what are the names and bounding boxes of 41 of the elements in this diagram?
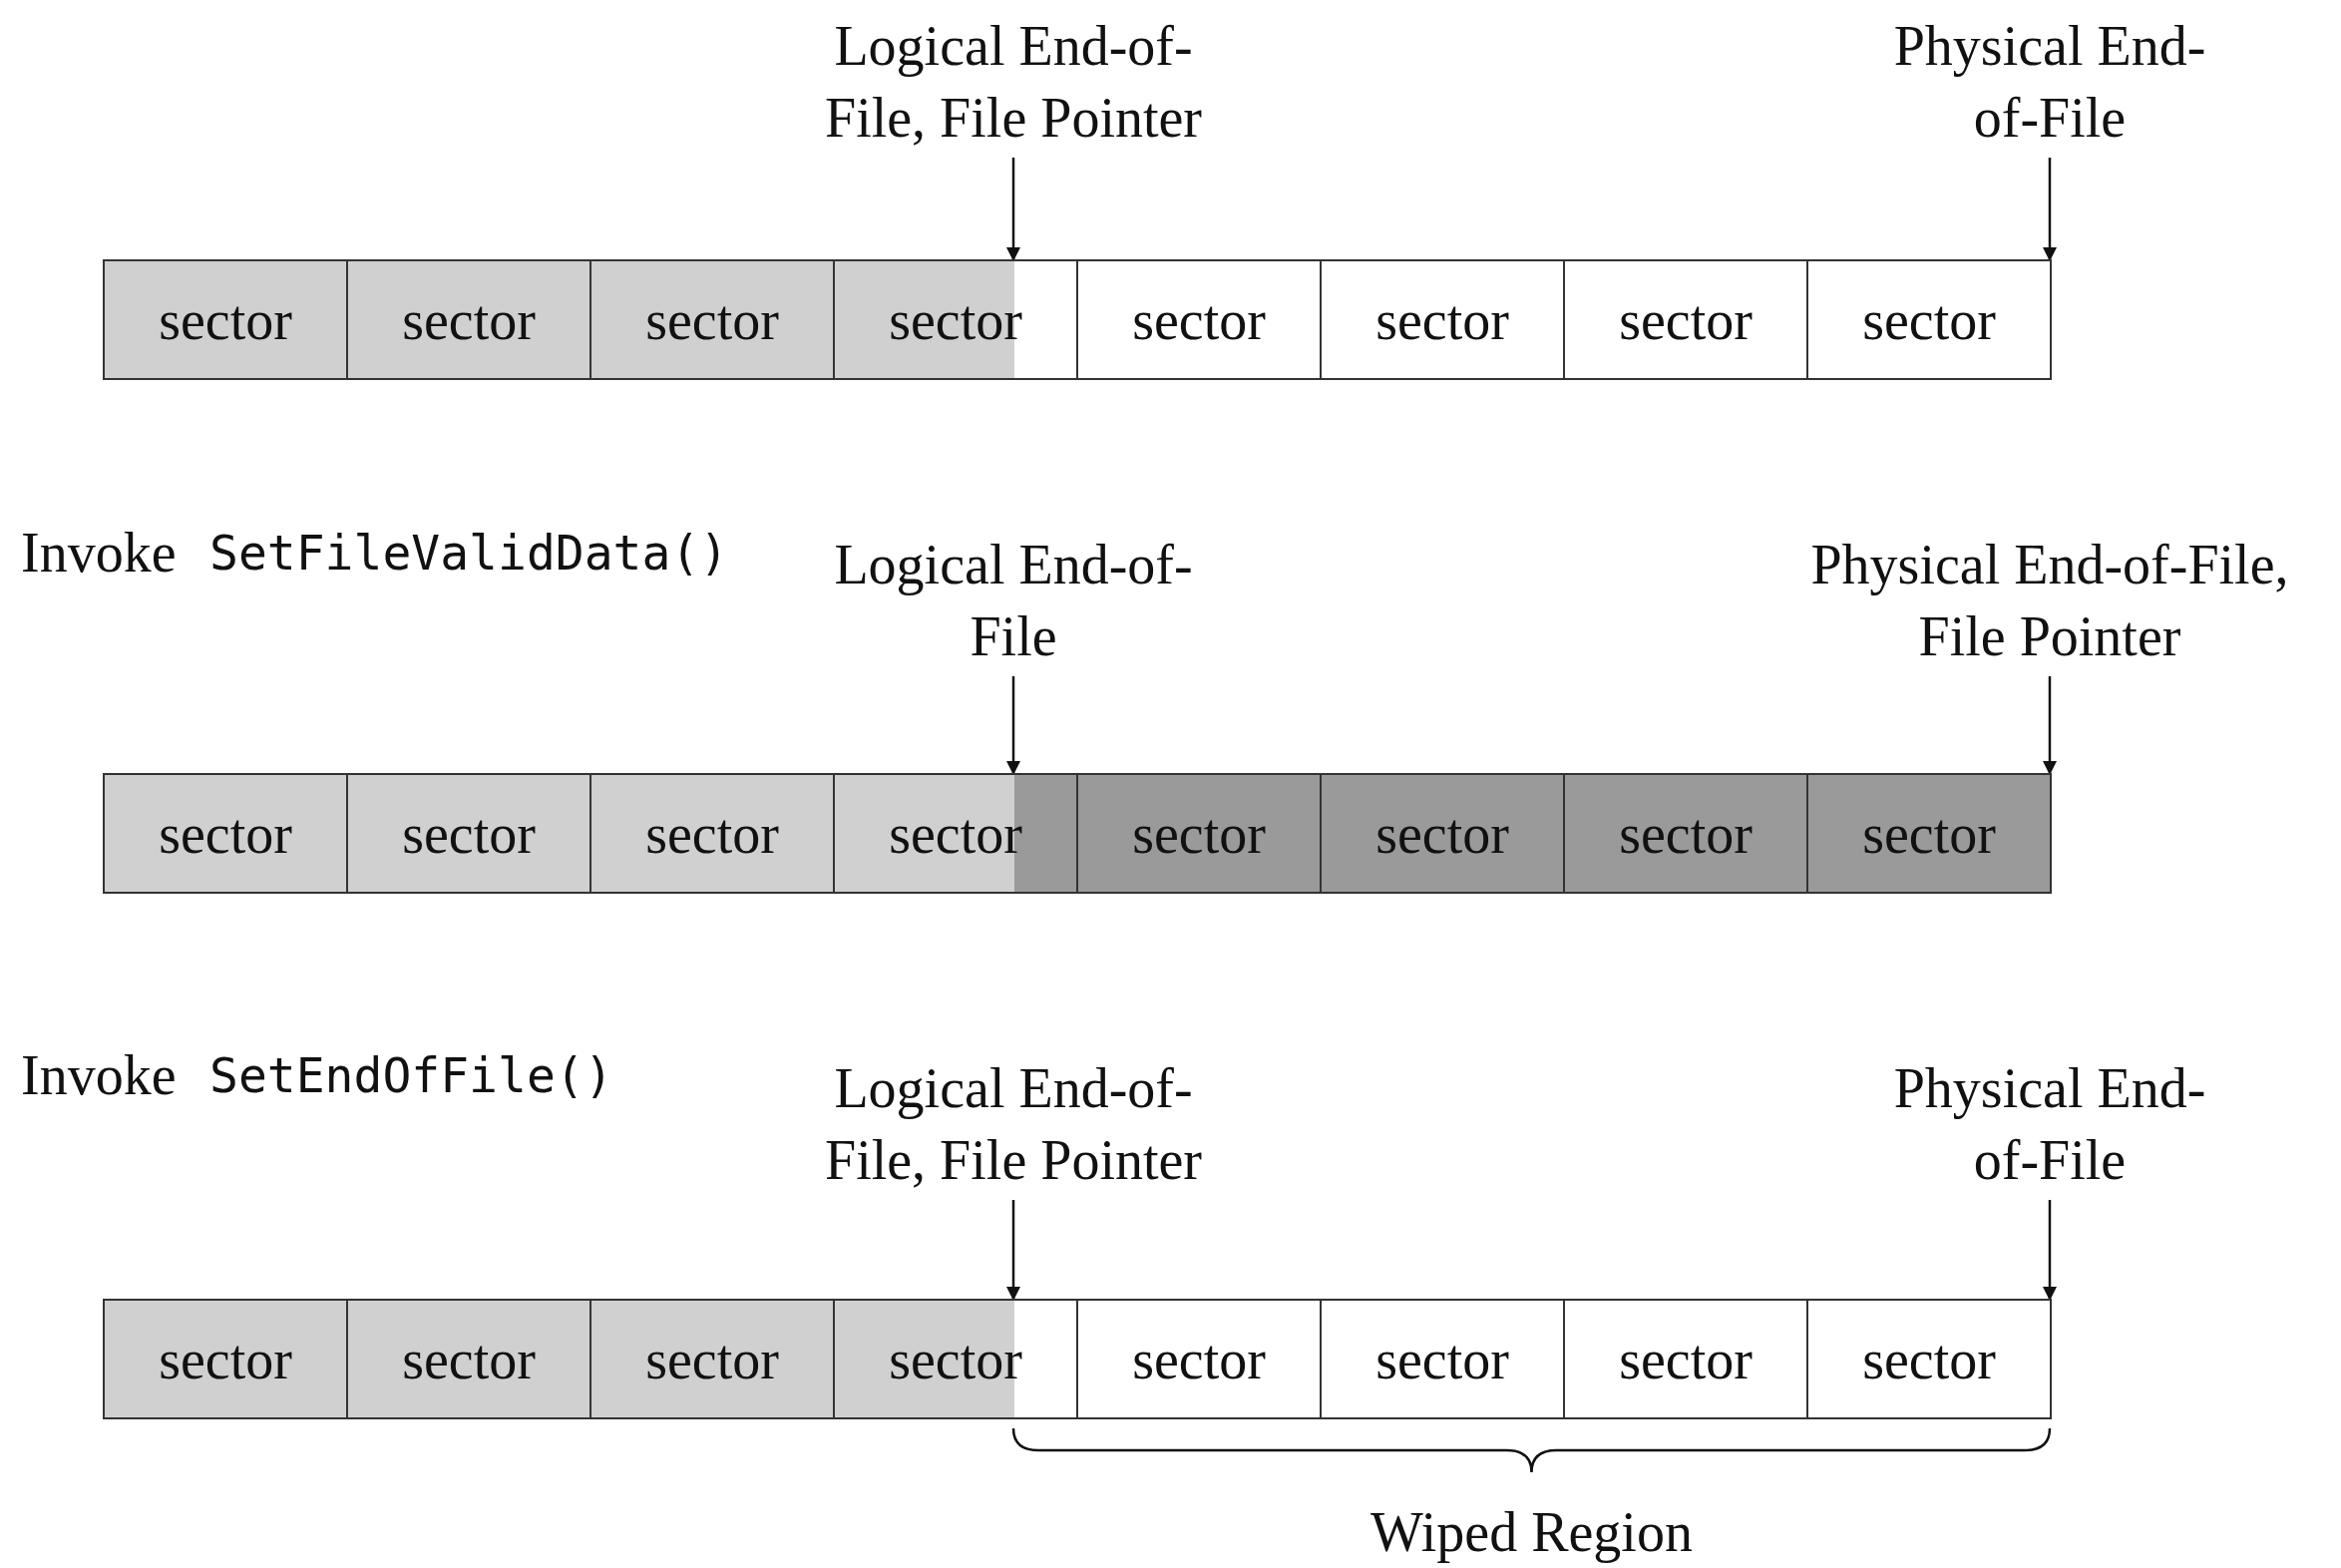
sector-cell: sector xyxy=(589,1299,835,1419)
sector-cell: sector xyxy=(1563,1299,1808,1419)
sector-cell: sector xyxy=(1806,259,2052,380)
sector-cell: sector xyxy=(833,773,1078,894)
arrow xyxy=(1006,1200,1020,1301)
arrow xyxy=(2043,1200,2057,1301)
sector-cell: sector xyxy=(1076,1299,1322,1419)
sector-cell: sector xyxy=(833,259,1078,380)
sector-cell: sector xyxy=(346,259,591,380)
sector-cell: sector xyxy=(1320,773,1565,894)
arrow xyxy=(2043,158,2057,261)
sector-cell: sector xyxy=(103,259,348,380)
sector-cell: sector xyxy=(103,1299,348,1419)
function-name: SetFileValidData() xyxy=(209,524,729,583)
sector-cell: sector xyxy=(1806,773,2052,894)
sector-cell: sector xyxy=(346,1299,591,1419)
sector-cell: sector xyxy=(1563,773,1808,894)
caption-text: Invoke xyxy=(21,1043,177,1108)
caption-text: Invoke xyxy=(21,521,177,586)
arrow xyxy=(1006,676,1020,775)
sector-cell: sector xyxy=(833,1299,1078,1419)
sector-cell: sector xyxy=(1320,259,1565,380)
sector-cell: sector xyxy=(589,259,835,380)
pointer-label: Logical End-of-File xyxy=(804,529,1223,672)
pointer-label: Physical End-of-File xyxy=(1890,10,2209,154)
region-label: Wiped Region xyxy=(1370,1500,1693,1565)
sector-cell: sector xyxy=(1076,773,1322,894)
sector-cell: sector xyxy=(1076,259,1322,380)
pointer-label: Physical End-of-File xyxy=(1890,1052,2209,1196)
function-name: SetEndOfFile() xyxy=(209,1046,613,1105)
sector-cell: sector xyxy=(103,773,348,894)
sector-cell: sector xyxy=(346,773,591,894)
sector-cell: sector xyxy=(589,773,835,894)
sector-cell: sector xyxy=(1806,1299,2052,1419)
arrow xyxy=(1006,158,1020,261)
sector-cell: sector xyxy=(1563,259,1808,380)
pointer-label: Physical End-of-File, File Pointer xyxy=(1770,529,2329,672)
sector-cell: sector xyxy=(1320,1299,1565,1419)
arrow xyxy=(2043,676,2057,775)
pointer-label: Logical End-of-File, File Pointer xyxy=(804,10,1223,154)
pointer-label: Logical End-of-File, File Pointer xyxy=(804,1052,1223,1196)
